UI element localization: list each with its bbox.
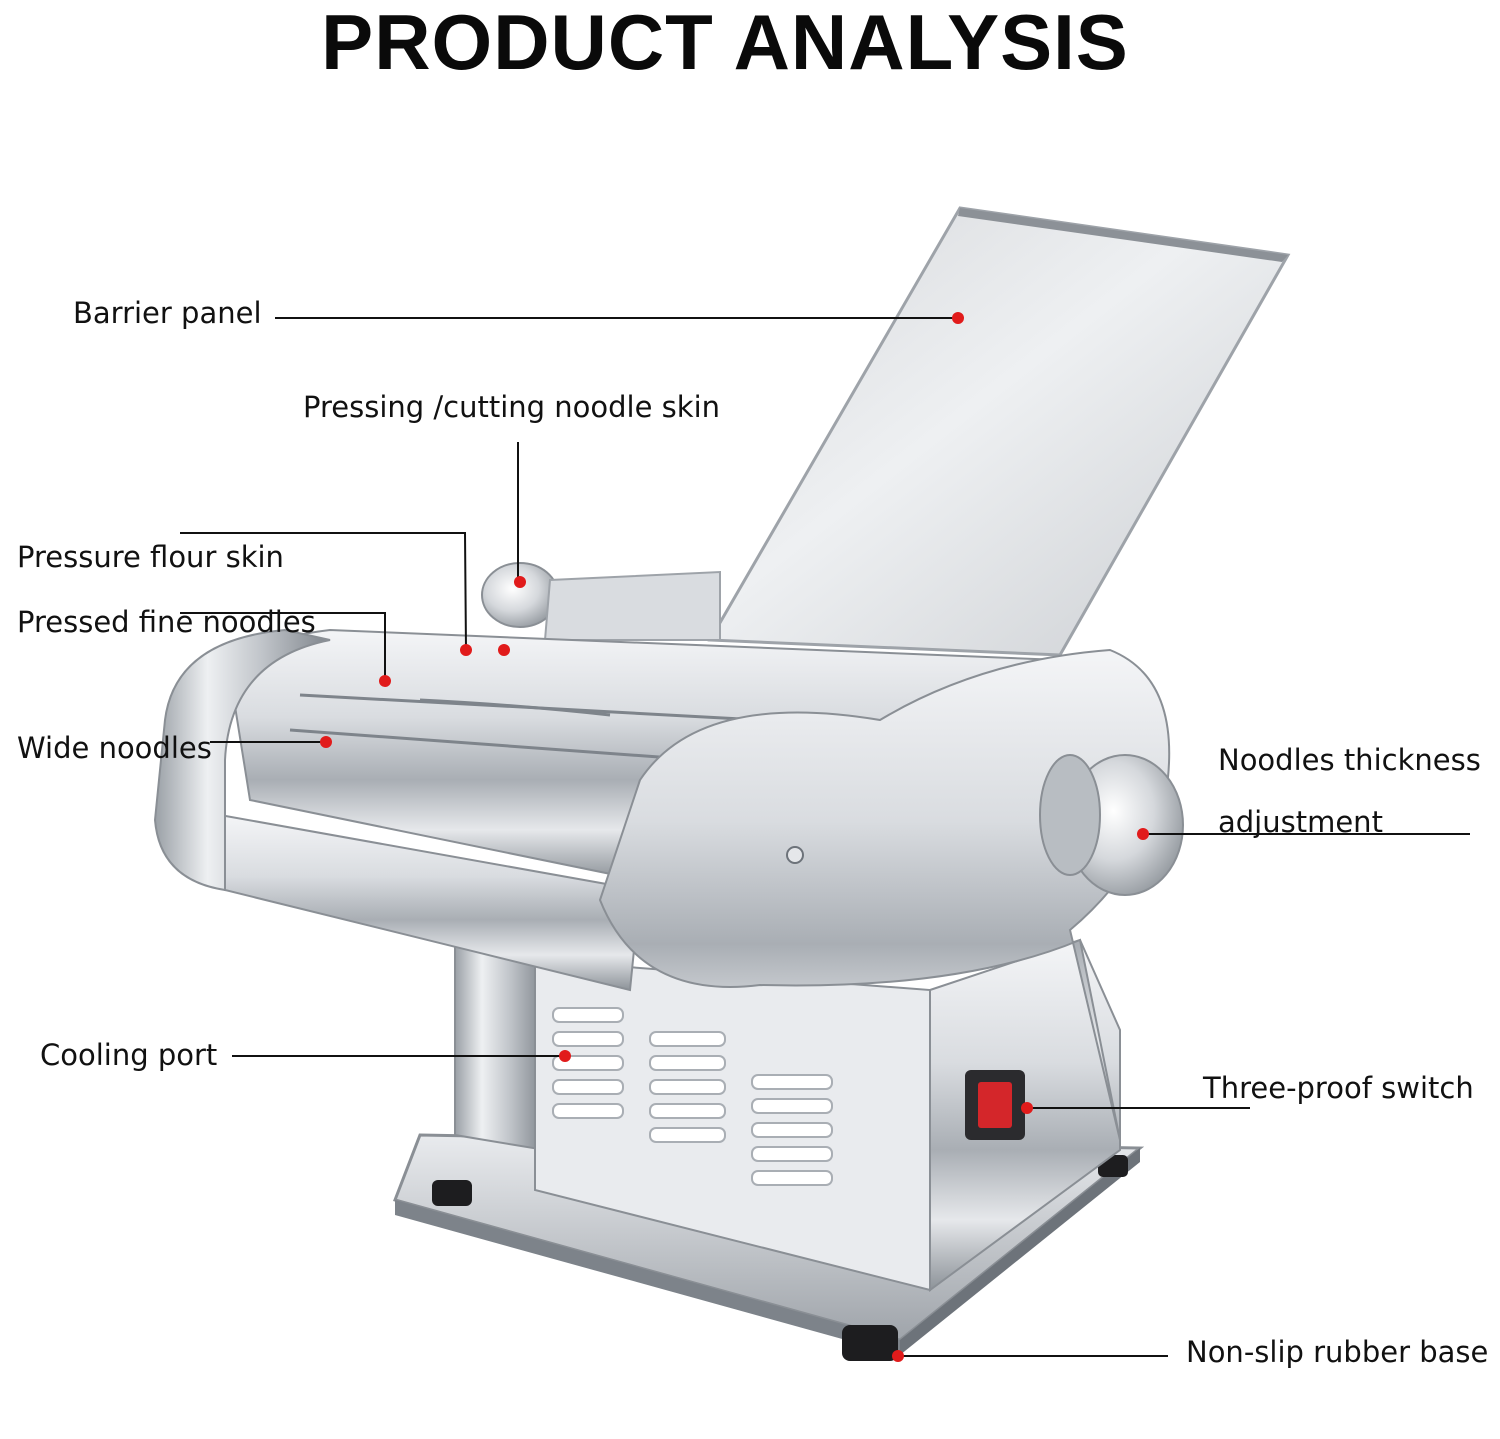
leader-pressed-fine-noodles [180, 612, 386, 680]
label-wide-noodles: Wide noodles [17, 731, 212, 765]
marker-pressing-cutting [514, 576, 526, 588]
cooling-vent-slots [552, 1007, 833, 1186]
label-pressure-flour-skin: Pressure flour skin [17, 540, 284, 574]
marker-dots [320, 312, 1149, 1362]
switch-rocker [978, 1082, 1012, 1128]
leader-lines [180, 317, 1470, 1357]
page-title: PRODUCT ANALYSIS [321, 0, 1129, 86]
marker-cooling-port [559, 1050, 571, 1062]
marker-barrier-panel [952, 312, 964, 324]
marker-pressed-fine-noodles [379, 675, 391, 687]
marker-non-slip-base [892, 1350, 904, 1362]
marker-pressure-flour-skin-2 [498, 644, 510, 656]
marker-pressure-flour-skin [460, 644, 472, 656]
leader-pressure-flour-skin [180, 532, 467, 651]
label-three-proof-switch: Three-proof switch [1203, 1071, 1474, 1105]
machine-illustration [153, 206, 1291, 1361]
screw [786, 846, 804, 864]
label-cooling-port: Cooling port [40, 1038, 218, 1072]
barrier-panel-plate [707, 206, 1291, 657]
marker-wide-noodles [320, 736, 332, 748]
label-pressed-fine-noodles: Pressed fine noodles [17, 605, 316, 639]
label-barrier-panel: Barrier panel [73, 296, 262, 330]
marker-thickness [1137, 828, 1149, 840]
label-pressing-cutting-noodle-skin: Pressing /cutting noodle skin [303, 390, 721, 424]
roller-grooves [289, 693, 761, 762]
label-non-slip-rubber-base: Non-slip rubber base [1186, 1335, 1489, 1369]
rubber-feet [432, 1155, 1128, 1361]
label-noodles-thickness-adjustment: Noodles thickness adjustment [1218, 743, 1481, 839]
left-end-cap [153, 628, 331, 892]
marker-three-proof-switch [1021, 1102, 1033, 1114]
